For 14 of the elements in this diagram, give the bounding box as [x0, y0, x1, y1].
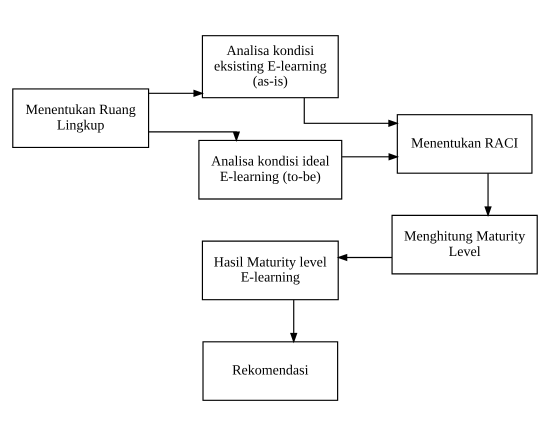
node-box: Hasil Maturity level E-learning	[202, 240, 339, 300]
node-box: Menentukan Ruang Lingkup	[12, 88, 150, 148]
arrow	[304, 98, 399, 127]
node-box: Analisa kondisi ideal E-learning (to-be)	[198, 140, 342, 200]
arrow	[484, 174, 492, 217]
node-box: Menentukan RACI	[396, 114, 533, 174]
arrow	[336, 254, 392, 262]
arrow	[148, 90, 204, 98]
node-box: Analisa kondisi eksisting E-learning (as-is)	[202, 35, 339, 98]
node-box: Menghitung Maturity Level	[391, 214, 538, 274]
node-box: Rekomendasi	[202, 341, 338, 401]
arrow	[148, 131, 240, 142]
arrow	[290, 300, 298, 344]
arrow	[342, 153, 400, 161]
